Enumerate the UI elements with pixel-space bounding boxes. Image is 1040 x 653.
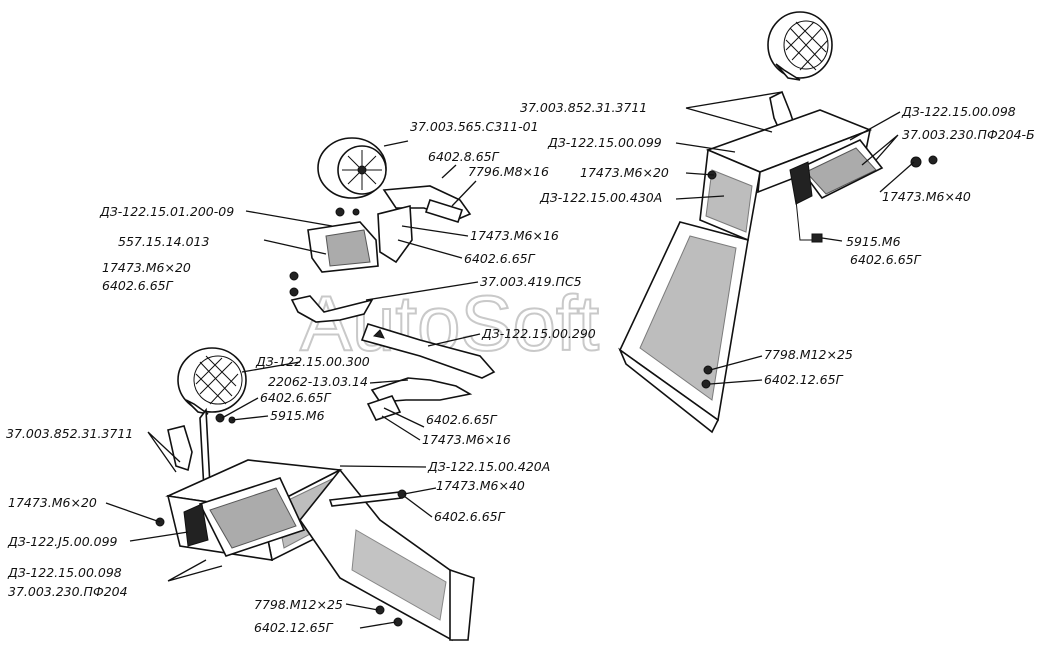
label-bot-housing-098: ДЗ-122.15.00.098 bbox=[7, 565, 122, 580]
label-mid-lock-6402-6: 6402.6.65Г bbox=[464, 251, 536, 266]
label-bot-housing-099: ДЗ-122.J5.00.099 bbox=[7, 534, 118, 549]
label-top-bolt-m6x20: 17473.М6×20 bbox=[580, 165, 669, 180]
top-lock-washer bbox=[701, 379, 711, 389]
label-top-bolt-m6x40: 17473.М6×40 bbox=[882, 189, 971, 204]
label-bot-lock-6402-6c: 6402.6.65Г bbox=[434, 509, 506, 524]
label-top-bracket-430a: ДЗ-122.15.00.430А bbox=[539, 190, 662, 205]
label-top-washer-5915: 5915.М6 bbox=[846, 234, 901, 249]
label-bot-lock-6402-6: 6402.6.65Г bbox=[260, 390, 332, 405]
top-work-lamp bbox=[767, 11, 833, 81]
mid-rod-290 bbox=[360, 323, 496, 379]
label-bot-bolt-m12x25: 7798.М12×25 bbox=[254, 597, 343, 612]
mid-bracket-plate bbox=[377, 204, 413, 264]
label-bot-washer-5915: 5915.М6 bbox=[270, 408, 325, 423]
label-bot-lamp-bracket: 37.003.852.31.3711 bbox=[6, 426, 133, 441]
label-mid-bracket-200: ДЗ-122.15.01.200-09 bbox=[99, 204, 234, 219]
top-right-assembly bbox=[618, 11, 938, 434]
label-mid-bolt-m6x16: 17473.М6×16 bbox=[470, 228, 559, 243]
top-washer bbox=[811, 233, 823, 243]
label-mid-lock-6402-6b: 6402.6.65Г bbox=[102, 278, 174, 293]
label-top-bolt-m12x25: 7798.М12×25 bbox=[764, 347, 853, 362]
label-top-housing-098: ДЗ-122.15.00.098 bbox=[901, 104, 1016, 119]
mid-ps5 bbox=[290, 295, 374, 323]
mid-bracket-200 bbox=[307, 221, 379, 273]
top-nut bbox=[928, 155, 938, 165]
label-mid-part-557: 557.15.14.013 bbox=[118, 234, 209, 249]
mid-nut bbox=[352, 208, 360, 216]
bottom-bracket-420a bbox=[299, 468, 475, 642]
label-mid-bolt-m6x20: 17473.М6×20 bbox=[102, 260, 191, 275]
bottom-left-assembly bbox=[105, 347, 475, 642]
top-wire bbox=[795, 199, 812, 241]
mid-bolt-m6x20 bbox=[289, 271, 299, 281]
mid-bolt-m8x16 bbox=[424, 199, 464, 223]
label-mid-rod-290: ДЗ-122.15.00.290 bbox=[481, 326, 596, 341]
mid-lock-washer bbox=[289, 287, 299, 297]
label-bot-lock-6402-12: 6402.12.65Г bbox=[254, 620, 334, 635]
label-bot-lock-6402-6b: 6402.6.65Г bbox=[426, 412, 498, 427]
label-top-lock-6402-6: 6402.6.65Г bbox=[850, 252, 922, 267]
label-bot-lamp-pf204: 37.003.230.ПФ204 bbox=[8, 584, 128, 599]
label-mid-bolt-m8x16: 7796.М8×16 bbox=[468, 164, 549, 179]
label-mid-ps5: 37.003.419.ПС5 bbox=[480, 274, 582, 289]
mid-signal-lamp bbox=[317, 137, 387, 199]
top-long-bracket bbox=[618, 221, 749, 434]
label-mid-lamp-311: 37.003.565.С311-01 bbox=[410, 119, 539, 134]
bottom-work-lamp bbox=[177, 347, 247, 415]
label-top-housing-099: ДЗ-122.15.00.099 bbox=[547, 135, 662, 150]
mid-bolt bbox=[335, 207, 345, 217]
top-lamp-block bbox=[789, 139, 884, 205]
top-bolt-m6x40 bbox=[910, 156, 922, 168]
label-bot-bracket-420a: ДЗ-122.15.00.420А bbox=[427, 459, 550, 474]
label-layer: 37.003.852.31.3711 ДЗ-122.15.00.099 1747… bbox=[6, 100, 1035, 635]
label-bot-bolt-m6x16: 17473.М6×16 bbox=[422, 432, 511, 447]
bottom-lamp-block bbox=[183, 477, 306, 557]
middle-assembly bbox=[245, 137, 496, 379]
label-bot-bolt-m6x40: 17473.М6×40 bbox=[436, 478, 525, 493]
label-bot-bracket-300: ДЗ-122.15.00.300 bbox=[255, 354, 370, 369]
label-mid-lock-6402-8: 6402.8.65Г bbox=[428, 149, 500, 164]
label-top-lamp-pf204b: 37.003.230.ПФ204-Б bbox=[902, 127, 1035, 142]
label-bot-part-22062: 22062-13.03.14 bbox=[268, 374, 368, 389]
label-top-lock-6402-12: 6402.12.65Г bbox=[764, 372, 844, 387]
label-bot-bolt-m6x20: 17473.М6×20 bbox=[8, 495, 97, 510]
bottom-lamp-mount bbox=[167, 425, 193, 472]
label-top-lamp-bracket: 37.003.852.31.3711 bbox=[520, 100, 647, 115]
